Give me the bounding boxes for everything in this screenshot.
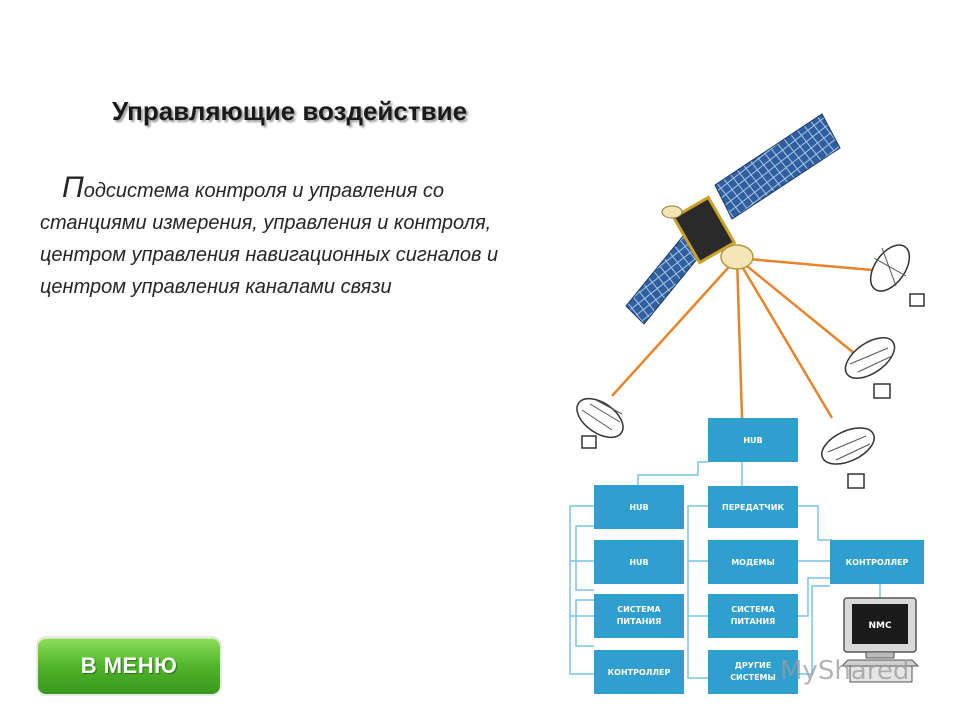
box-power-left: СИСТЕМА ПИТАНИЯ bbox=[594, 594, 684, 638]
svg-text:ДРУГИЕ: ДРУГИЕ bbox=[735, 661, 771, 670]
body-text: одсистема контроля и управления со станц… bbox=[40, 180, 499, 298]
ground-control-diagram: HUB HUB HUB СИСТЕМА ПИТАНИЯ КОНТРОЛЛЕР П… bbox=[569, 113, 925, 694]
svg-text:HUB: HUB bbox=[629, 558, 648, 567]
svg-text:HUB: HUB bbox=[743, 436, 762, 445]
svg-text:ПИТАНИЯ: ПИТАНИЯ bbox=[617, 617, 662, 626]
menu-button[interactable]: В МЕНЮ bbox=[38, 638, 220, 694]
satellite-links bbox=[611, 256, 873, 419]
watermark-text: MyShared bbox=[780, 656, 910, 686]
box-hub-left-2: HUB bbox=[594, 540, 684, 584]
drop-cap-letter: П bbox=[62, 171, 84, 204]
svg-text:СИСТЕМА: СИСТЕМА bbox=[617, 605, 661, 614]
slide-body-text: Подсистема контроля и управления со стан… bbox=[40, 172, 540, 303]
box-other-systems: ДРУГИЕ СИСТЕМЫ bbox=[708, 650, 798, 694]
dish-antenna-icon bbox=[869, 244, 925, 307]
box-hub-top: HUB bbox=[708, 418, 798, 462]
svg-text:ПИТАНИЯ: ПИТАНИЯ bbox=[731, 617, 776, 626]
box-hub-left-1: HUB bbox=[594, 485, 684, 529]
nmc-computer-icon: NMC bbox=[840, 597, 920, 683]
dish-antenna-icon bbox=[844, 337, 896, 399]
network-connectors bbox=[569, 461, 881, 679]
svg-text:СИСТЕМА: СИСТЕМА bbox=[731, 605, 775, 614]
dish-antenna-icon bbox=[821, 427, 875, 489]
dish-antenna-icon bbox=[576, 397, 624, 449]
box-modems: МОДЕМЫ bbox=[708, 540, 798, 584]
svg-text:СИСТЕМЫ: СИСТЕМЫ bbox=[730, 673, 776, 682]
svg-text:NMC: NMC bbox=[868, 621, 891, 631]
box-transmitter: ПЕРЕДАТЧИК bbox=[708, 486, 798, 528]
svg-text:ПЕРЕДАТЧИК: ПЕРЕДАТЧИК bbox=[722, 503, 784, 512]
box-power-mid: СИСТЕМА ПИТАНИЯ bbox=[708, 594, 798, 638]
box-controller-right: КОНТРОЛЛЕР bbox=[830, 540, 924, 584]
slide-title: Управляющие воздействие bbox=[112, 96, 468, 126]
box-controller-left: КОНТРОЛЛЕР bbox=[594, 650, 684, 694]
svg-text:КОНТРОЛЛЕР: КОНТРОЛЛЕР bbox=[608, 668, 671, 677]
svg-text:МОДЕМЫ: МОДЕМЫ bbox=[731, 558, 775, 567]
satellite-icon bbox=[625, 113, 841, 325]
svg-text:HUB: HUB bbox=[629, 503, 648, 512]
svg-text:КОНТРОЛЛЕР: КОНТРОЛЛЕР bbox=[846, 558, 909, 567]
